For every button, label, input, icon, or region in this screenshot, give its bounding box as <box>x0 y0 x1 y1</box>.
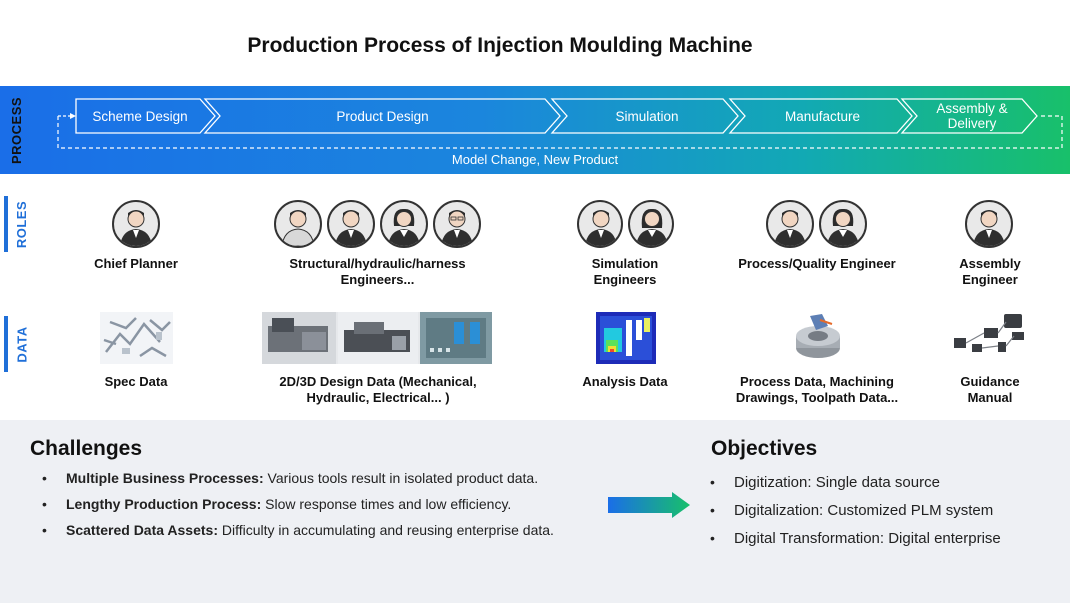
simulation-engineers-avatars <box>577 200 674 248</box>
person-icon <box>628 200 674 248</box>
diagram-title: Production Process of Injection Moulding… <box>247 34 753 57</box>
person-icon <box>577 200 623 248</box>
challenge-item: Scattered Data Assets: Difficulty in acc… <box>40 522 610 538</box>
person-icon <box>274 200 322 248</box>
step-assembly-delivery: Assembly & Delivery <box>936 101 1008 131</box>
gradient-arrow-icon <box>608 492 690 518</box>
challenges-list: Multiple Business Processes: Various too… <box>40 470 610 548</box>
design-engineers-avatars <box>273 200 482 248</box>
person-icon <box>766 200 814 248</box>
data-guidance: Guidance Manual <box>960 374 1020 405</box>
design-data-image <box>262 312 492 364</box>
data-label: DATA <box>14 325 30 363</box>
role-process-quality-engineer: Process/Quality Engineer <box>738 256 896 271</box>
roles-label: ROLES <box>14 200 30 248</box>
guidance-manual-image <box>954 314 1024 352</box>
challenge-item: Multiple Business Processes: Various too… <box>40 470 610 486</box>
data-spec: Spec Data <box>104 374 168 389</box>
person-icon <box>327 200 375 248</box>
role-assembly-engineer: Assembly Engineer <box>959 256 1021 287</box>
step-scheme-design: Scheme Design <box>92 108 188 124</box>
challenge-item: Lengthy Production Process: Slow respons… <box>40 496 610 512</box>
data-analysis: Analysis Data <box>582 374 668 389</box>
process-data-image <box>796 314 840 358</box>
person-icon <box>380 200 428 248</box>
person-icon <box>819 200 867 248</box>
process-label: PROCESS <box>9 96 25 164</box>
role-design-engineers: Structural/hydraulic/harness Engineers..… <box>289 256 466 287</box>
role-chief-planner: Chief Planner <box>94 256 178 271</box>
step-simulation: Simulation <box>615 108 679 124</box>
challenges-title: Challenges <box>30 437 143 460</box>
process-label-box: PROCESS <box>2 86 32 174</box>
roles-label-box: ROLES <box>2 196 32 252</box>
data-process: Process Data, Machining Drawings, Toolpa… <box>735 374 899 405</box>
role-simulation-engineers: Simulation Engineers <box>591 256 659 287</box>
step-product-design: Product Design <box>336 108 429 124</box>
chief-planner-avatars <box>112 200 160 248</box>
spec-data-image <box>100 312 173 364</box>
step-manufacture: Manufacture <box>784 108 861 124</box>
data-design: 2D/3D Design Data (Mechanical, Hydraulic… <box>279 374 477 405</box>
objectives-list: Digitization: Single data source Digital… <box>708 474 1058 558</box>
process-chevrons <box>57 98 1063 149</box>
person-icon <box>112 200 160 248</box>
person-icon <box>965 200 1013 248</box>
objectives-title: Objectives <box>711 437 818 460</box>
objective-item: Digital Transformation: Digital enterpri… <box>708 530 1058 547</box>
assembly-engineer-avatars <box>965 200 1013 248</box>
process-band: Scheme Design Product Design Simulation … <box>0 86 1070 174</box>
objective-item: Digitalization: Customized PLM system <box>708 502 1058 519</box>
person-icon <box>433 200 481 248</box>
data-label-box: DATA <box>2 316 32 372</box>
process-quality-avatars <box>766 200 867 248</box>
objective-item: Digitization: Single data source <box>708 474 1058 491</box>
analysis-data-image <box>596 312 656 364</box>
loop-label: Model Change, New Product <box>451 152 619 167</box>
